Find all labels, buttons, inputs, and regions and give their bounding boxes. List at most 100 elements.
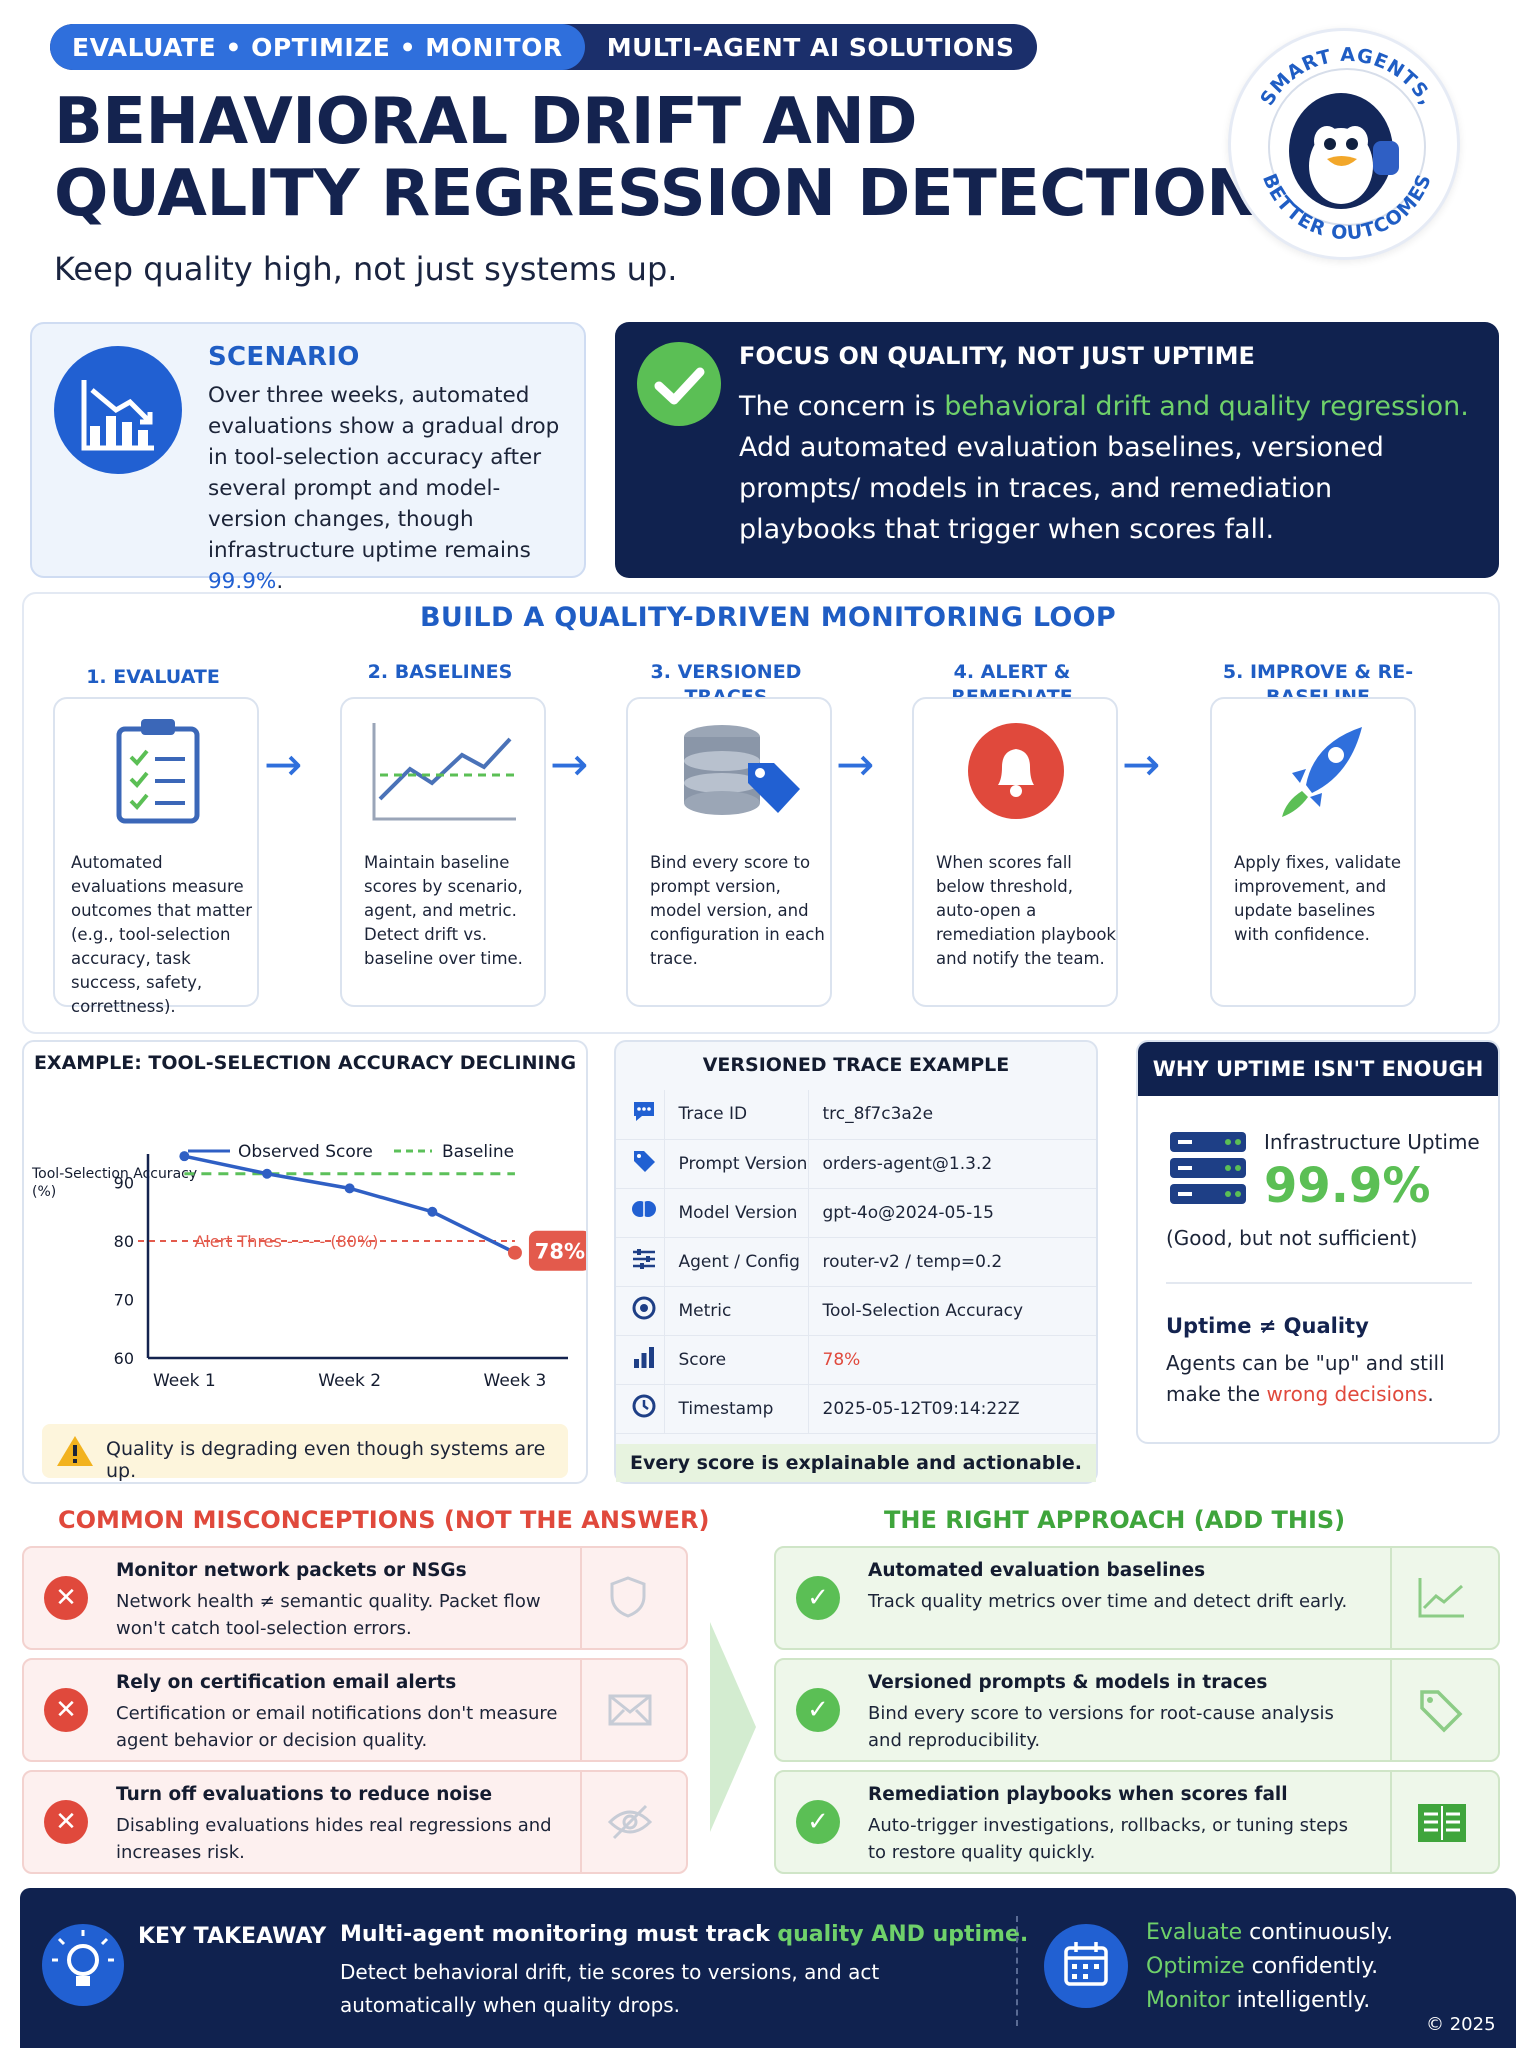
trace-footer: Every score is explainable and actionabl… xyxy=(616,1444,1096,1482)
chart-down-icon xyxy=(54,346,182,474)
motto-list: Evaluate continuously. Optimize confiden… xyxy=(1146,1916,1393,2018)
bar-chart-icon xyxy=(616,1335,665,1385)
header-pill: EVALUATE • OPTIMIZE • MONITOR MULTI-AGEN… xyxy=(50,24,1037,70)
x-circle-icon: ✕ xyxy=(44,1688,88,1732)
threshold-label: Alert Thres - - - - (80%) xyxy=(194,1232,378,1251)
callout-label: 78% xyxy=(535,1240,585,1264)
logo-badge: SMART AGENTS, BETTER OUTCOMES xyxy=(1228,28,1460,260)
item-title: Automated evaluation baselines xyxy=(868,1560,1206,1581)
example-heading: EXAMPLE: TOOL-SELECTION ACCURACY DECLINI… xyxy=(33,1052,577,1074)
database-tag-icon xyxy=(684,725,800,815)
arrow-right-icon: → xyxy=(836,737,875,791)
item-text: Certification or email notifications don… xyxy=(116,1703,558,1751)
example-chart-panel: EXAMPLE: TOOL-SELECTION ACCURACY DECLINI… xyxy=(22,1040,588,1484)
step-1-text: Automated evaluations measure outcomes t… xyxy=(71,853,253,1016)
trace-key: Agent / Config xyxy=(664,1237,809,1287)
item-text: Bind every score to versions for root-ca… xyxy=(868,1703,1334,1751)
motto-evaluate: Evaluate continuously. xyxy=(1146,1920,1394,1945)
divider xyxy=(1166,1282,1472,1284)
y-tick-label: 60 xyxy=(114,1349,134,1368)
data-point xyxy=(427,1206,438,1217)
eye-off-icon xyxy=(607,1804,653,1840)
uptime-equation: Uptime ≠ Quality xyxy=(1166,1314,1369,1338)
trace-value: Tool-Selection Accuracy xyxy=(808,1286,1096,1336)
trace-key: Prompt Version xyxy=(664,1139,809,1189)
trace-heading: VERSIONED TRACE EXAMPLE xyxy=(702,1054,1010,1076)
check-circle-icon: ✓ xyxy=(796,1688,840,1732)
step-4-text: When scores fall below threshold, auto-o… xyxy=(936,853,1116,968)
arrow-right-icon: → xyxy=(264,737,303,791)
takeaway-highlight: quality AND uptime. xyxy=(777,1922,1029,1947)
calendar-icon xyxy=(1044,1924,1128,2008)
y-tick-label: 80 xyxy=(114,1232,134,1251)
target-icon xyxy=(616,1286,665,1336)
step-versioned-traces: Bind every score to prompt version, mode… xyxy=(626,697,832,1007)
motto-optimize: Optimize confidently. xyxy=(1146,1954,1379,1979)
book-icon xyxy=(1418,1804,1466,1842)
scenario-uptime-value: 99.9% xyxy=(208,569,277,594)
trend-icon xyxy=(1418,1578,1464,1618)
uptime-label: Infrastructure Uptime xyxy=(1264,1130,1480,1154)
key-takeaway-label: KEY TAKEAWAY xyxy=(138,1924,327,1949)
y-tick-label: 70 xyxy=(114,1291,134,1310)
focus-body: Add automated evaluation baselines, vers… xyxy=(739,432,1384,545)
chevron-right-icon xyxy=(710,1622,756,1832)
x-circle-icon: ✕ xyxy=(44,1576,88,1620)
check-circle-icon xyxy=(637,342,721,426)
arrow-right-icon: → xyxy=(550,737,589,791)
divider xyxy=(1390,1772,1392,1872)
scenario-heading: SCENARIO xyxy=(208,342,360,372)
data-point xyxy=(179,1151,190,1162)
trace-key: Model Version xyxy=(664,1188,809,1238)
item-title: Versioned prompts & models in traces xyxy=(868,1672,1268,1693)
item-title: Monitor network packets or NSGs xyxy=(116,1560,467,1581)
brain-icon xyxy=(616,1188,665,1238)
step-3-text: Bind every score to prompt version, mode… xyxy=(650,853,825,968)
chat-icon xyxy=(616,1090,665,1140)
loop-heading: BUILD A QUALITY-DRIVEN MONITORING LOOP xyxy=(419,602,1116,633)
x-tick-label: Week 2 xyxy=(318,1371,381,1391)
item-text: Network health ≠ semantic quality. Packe… xyxy=(116,1591,541,1639)
motto-monitor: Monitor intelligently. xyxy=(1146,1988,1371,2013)
lightbulb-icon xyxy=(42,1924,124,2006)
scenario-text: Over three weeks, automated evaluations … xyxy=(208,383,560,594)
key-takeaway-footer: KEY TAKEAWAY Multi-agent monitoring must… xyxy=(20,1888,1516,2048)
uptime-text: Agents can be "up" and still make the wr… xyxy=(1166,1351,1445,1406)
page-title: BEHAVIORAL DRIFT AND QUALITY REGRESSION … xyxy=(54,86,1260,230)
trace-key: Timestamp xyxy=(664,1384,809,1434)
item-text: Auto-trigger investigations, rollbacks, … xyxy=(868,1815,1348,1863)
clock-icon xyxy=(616,1384,665,1434)
pill-left: EVALUATE • OPTIMIZE • MONITOR xyxy=(50,24,585,70)
server-icon xyxy=(1170,1132,1246,1204)
item-text: Disabling evaluations hides real regress… xyxy=(116,1815,552,1863)
trend-chart-icon xyxy=(372,723,516,821)
item-title: Rely on certification email alerts xyxy=(116,1672,457,1693)
takeaway-line2: Detect behavioral drift, tie scores to v… xyxy=(340,1960,880,2017)
rocket-icon xyxy=(1282,727,1362,817)
tag-icon xyxy=(1420,1690,1463,1733)
check-circle-icon: ✓ xyxy=(796,1576,840,1620)
trace-value: router-v2 / temp=0.2 xyxy=(808,1237,1096,1287)
divider xyxy=(1390,1660,1392,1760)
trace-value: trc_8f7c3a2e xyxy=(808,1090,1096,1140)
uptime-note: (Good, but not sufficient) xyxy=(1166,1226,1418,1250)
x-tick-label: Week 3 xyxy=(484,1371,547,1391)
trace-value: orders-agent@1.3.2 xyxy=(808,1139,1096,1189)
wrong-decisions-highlight: wrong decisions xyxy=(1266,1382,1428,1406)
legend-observed-label: Observed Score xyxy=(238,1142,373,1162)
takeaway-line1: Multi-agent monitoring must track qualit… xyxy=(340,1922,1029,1947)
envelope-icon xyxy=(608,1694,652,1726)
focus-text: The concern is behavioral drift and qual… xyxy=(739,386,1469,550)
approach-heading: THE RIGHT APPROACH (ADD THIS) xyxy=(884,1506,1346,1534)
step-2-text: Maintain baseline scores by scenario, ag… xyxy=(364,853,523,968)
